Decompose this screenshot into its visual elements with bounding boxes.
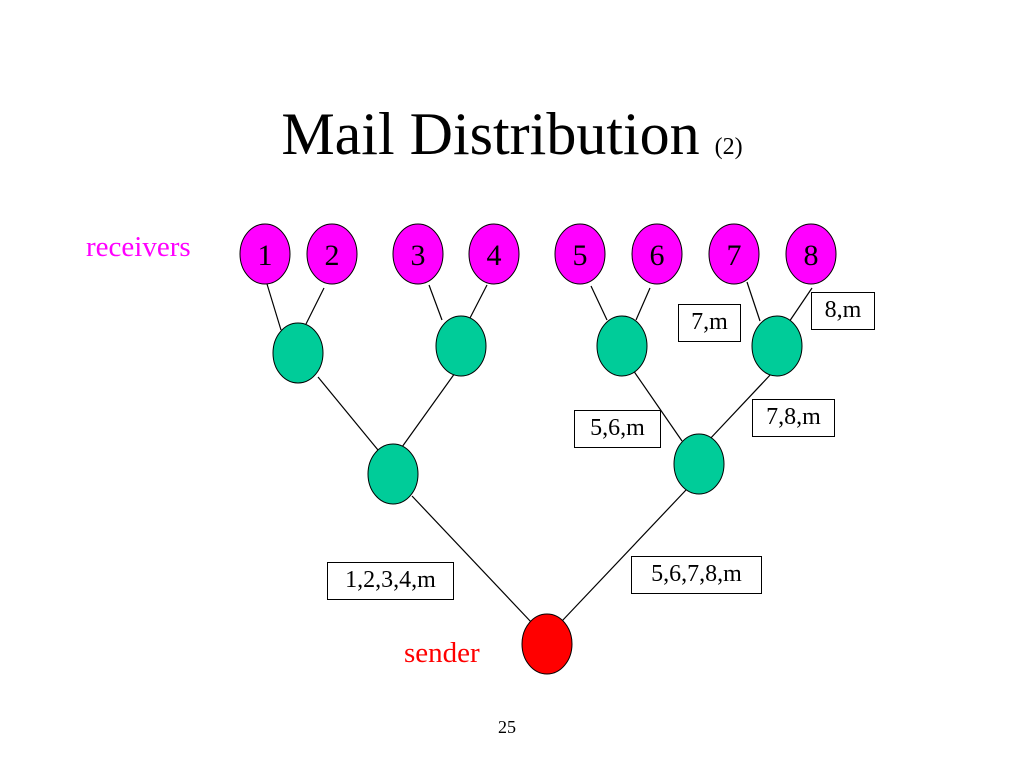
receiver-number-3: 3 — [411, 239, 426, 272]
receiver-node-8 — [785, 223, 837, 285]
edge-node-d-receiver-8 — [788, 287, 813, 323]
edge-right-mid-node-c — [632, 369, 683, 442]
router-node-d — [751, 315, 803, 377]
edge-sender-left-mid — [411, 495, 533, 624]
sender-label: sender — [404, 637, 480, 669]
receiver-number-5: 5 — [573, 239, 588, 272]
message-box-to-7: 7,m — [678, 304, 741, 342]
receiver-node-1 — [239, 223, 291, 285]
receivers-label: receivers — [86, 231, 191, 263]
receiver-node-3 — [392, 223, 444, 285]
router-node-right-mid — [673, 433, 725, 495]
edge-node-d-receiver-7 — [746, 281, 761, 322]
edge-node-c-receiver-5 — [590, 285, 608, 321]
receiver-node-2 — [306, 223, 358, 285]
router-node-left-mid — [367, 443, 419, 505]
receiver-node-4 — [468, 223, 520, 285]
receiver-number-1: 1 — [258, 239, 273, 272]
message-box-left-trunk: 1,2,3,4,m — [327, 562, 454, 600]
title-subscript: (2) — [714, 134, 743, 160]
message-box-right-mid-right: 7,8,m — [752, 399, 835, 437]
page-number: 25 — [498, 717, 516, 737]
edge-left-mid-node-a — [317, 376, 379, 451]
edge-node-a-receiver-2 — [305, 287, 325, 325]
receiver-node-6 — [631, 223, 683, 285]
slide-title: Mail Distribution (2) — [0, 98, 1024, 183]
receiver-number-7: 7 — [727, 239, 742, 272]
edge-node-b-receiver-3 — [428, 284, 443, 321]
receiver-node-7 — [708, 223, 760, 285]
tree-edges — [266, 281, 813, 624]
router-node-b — [435, 315, 487, 377]
receiver-number-2: 2 — [325, 239, 340, 272]
receiver-number-4: 4 — [487, 239, 502, 272]
receiver-number-6: 6 — [650, 239, 665, 272]
edge-left-mid-node-b — [401, 372, 456, 448]
edge-node-b-receiver-4 — [469, 284, 488, 319]
edge-right-mid-node-d — [707, 372, 773, 442]
message-box-to-8: 8,m — [811, 292, 875, 330]
router-node-c — [596, 315, 648, 377]
edge-sender-right-mid — [561, 489, 687, 622]
router-node-a — [272, 322, 324, 384]
edge-node-c-receiver-6 — [635, 287, 651, 321]
receiver-nodes — [239, 223, 837, 285]
edge-node-a-receiver-1 — [266, 283, 282, 331]
receiver-node-5 — [554, 223, 606, 285]
message-box-right-mid-left: 5,6,m — [574, 410, 661, 448]
title-main: Mail Distribution — [281, 101, 700, 167]
receiver-numbers: 1 2 3 4 5 6 7 8 — [258, 239, 819, 272]
router-nodes — [272, 315, 803, 505]
message-box-right-trunk: 5,6,7,8,m — [631, 556, 762, 594]
sender-node — [521, 613, 573, 675]
receiver-number-8: 8 — [804, 239, 819, 272]
